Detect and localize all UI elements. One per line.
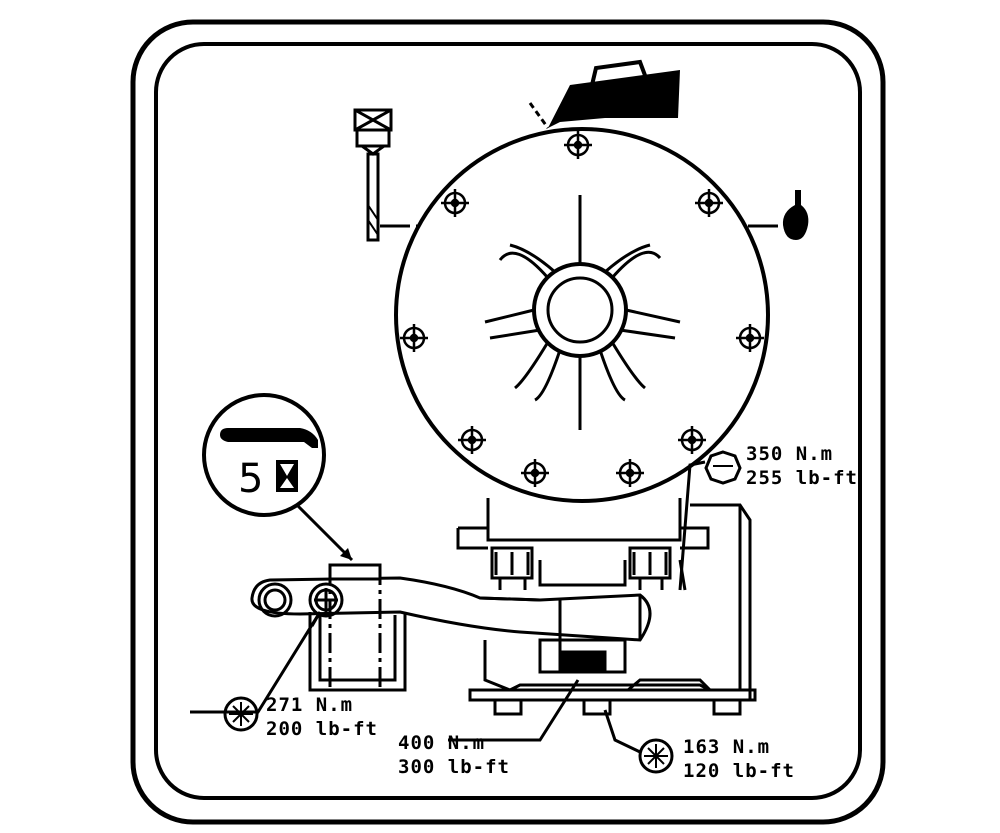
- service-interval-callout: 5: [202, 393, 354, 562]
- inner-frame: [154, 42, 862, 800]
- torque-left-imperial: 200 lb-ft: [266, 718, 378, 740]
- oil-can-icon: [528, 59, 680, 129]
- torque-top-right-imperial: 255 lb-ft: [746, 467, 858, 489]
- torque-bottom-center-metric: 400 N.m: [398, 732, 485, 754]
- outer-frame: [130, 19, 886, 825]
- hourglass-icon: [276, 460, 298, 492]
- hub-bolts: [400, 131, 764, 487]
- oil-drop-icon: [782, 190, 809, 240]
- torque-top-right-metric: 350 N.m: [746, 443, 833, 465]
- torque-bottom-right-imperial: 120 lb-ft: [683, 760, 795, 782]
- torque-left-metric: 271 N.m: [266, 694, 353, 716]
- dipstick-icon: [353, 108, 393, 242]
- wheel-hub: [394, 127, 770, 503]
- torque-bottom-center-imperial: 300 lb-ft: [398, 756, 510, 778]
- bolt-torque-icon: [223, 696, 259, 732]
- torque-bottom-right-metric: 163 N.m: [683, 736, 770, 758]
- interval-number: 5: [238, 456, 263, 502]
- bolt-torque-icon: [704, 450, 742, 485]
- bolt-torque-icon: [638, 738, 674, 774]
- steering-arm: [250, 563, 652, 692]
- spindle-assembly: [456, 498, 757, 716]
